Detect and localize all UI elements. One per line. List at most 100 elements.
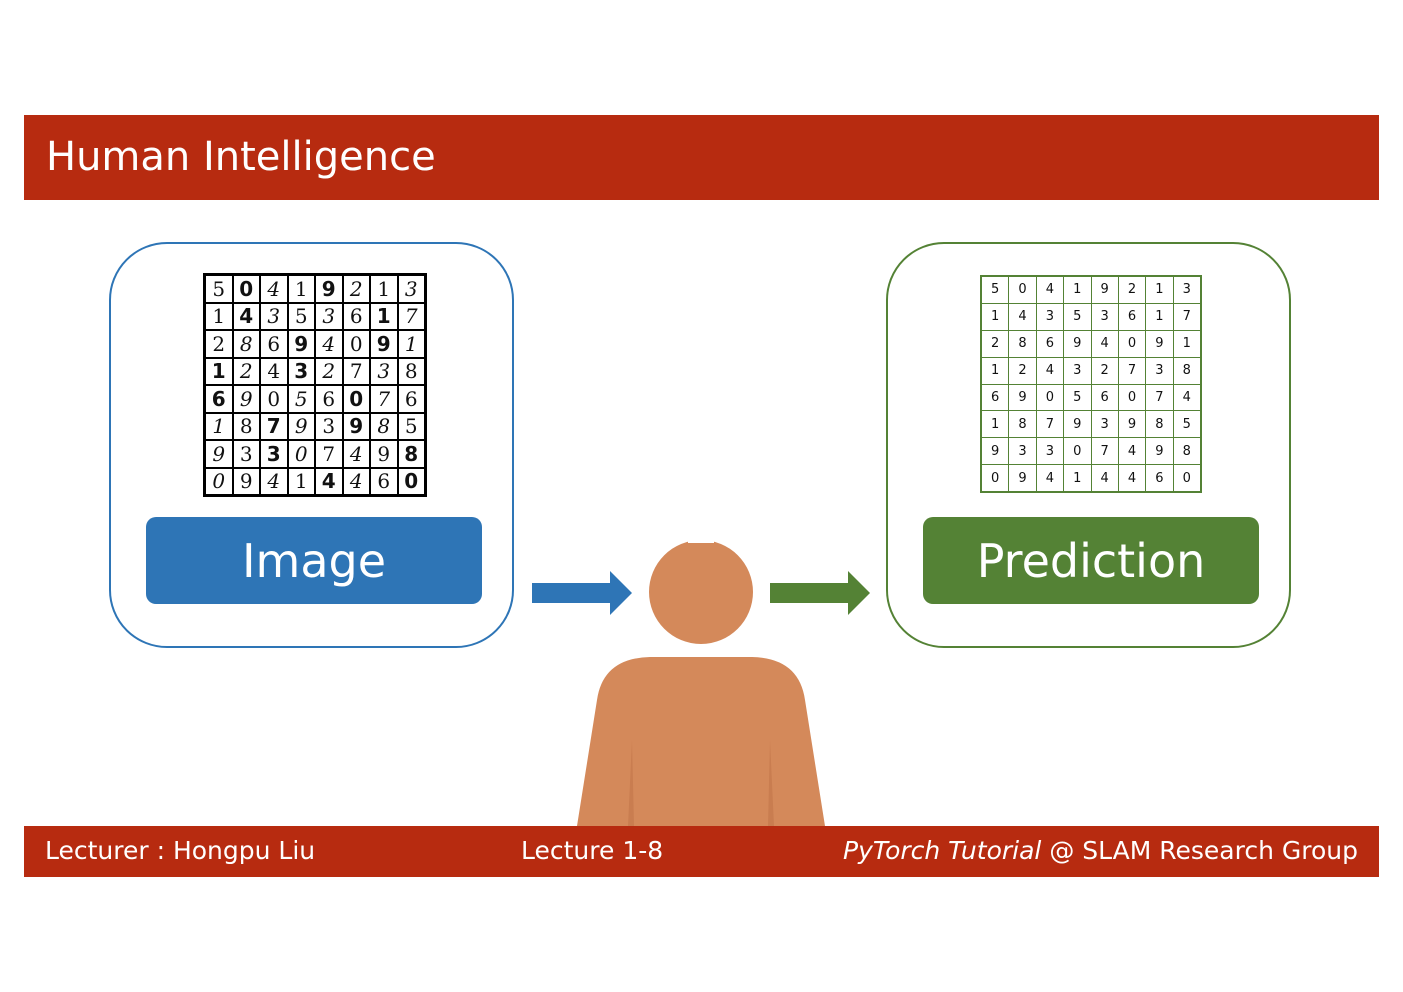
prediction-digit-cell: 5 bbox=[1173, 411, 1200, 438]
mnist-digit-cell: 9 bbox=[233, 468, 259, 494]
prediction-digit-cell: 8 bbox=[1173, 438, 1200, 465]
image-label: Image bbox=[146, 517, 482, 604]
prediction-digit-cell: 9 bbox=[1146, 330, 1173, 357]
mnist-digit-cell: 4 bbox=[233, 303, 259, 329]
mnist-digit-cell: 5 bbox=[398, 413, 424, 439]
prediction-digit-cell: 9 bbox=[1064, 330, 1091, 357]
prediction-digit-cell: 0 bbox=[1173, 465, 1200, 491]
mnist-digit-cell: 1 bbox=[206, 413, 232, 439]
prediction-digit-cell: 7 bbox=[1146, 384, 1173, 411]
prediction-digit-cell: 3 bbox=[1146, 357, 1173, 384]
prediction-digit-cell: 3 bbox=[1173, 277, 1200, 303]
mnist-digit-cell: 4 bbox=[316, 331, 342, 357]
mnist-digit-cell: 1 bbox=[288, 276, 314, 302]
mnist-digit-cell: 6 bbox=[206, 386, 232, 412]
mnist-digit-cell: 9 bbox=[288, 331, 314, 357]
mnist-digit-cell: 3 bbox=[233, 441, 259, 467]
prediction-digit-cell: 9 bbox=[1118, 411, 1146, 438]
mnist-digit-cell: 3 bbox=[288, 358, 314, 384]
mnist-digit-cell: 6 bbox=[398, 386, 424, 412]
mnist-digit-cell: 0 bbox=[343, 386, 369, 412]
prediction-digit-cell: 9 bbox=[982, 438, 1009, 465]
person-arm-gap-left bbox=[628, 740, 634, 826]
mnist-digit-cell: 0 bbox=[398, 468, 424, 494]
prediction-digit-cell: 4 bbox=[1091, 465, 1118, 491]
prediction-digit-cell: 1 bbox=[982, 303, 1009, 330]
mnist-digit-cell: 4 bbox=[261, 468, 287, 494]
person-head-top bbox=[688, 540, 714, 543]
mnist-digit-cell: 4 bbox=[343, 468, 369, 494]
prediction-digit-cell: 8 bbox=[1146, 411, 1173, 438]
prediction-digit-cell: 5 bbox=[982, 277, 1009, 303]
mnist-digit-cell: 5 bbox=[288, 303, 314, 329]
person-head bbox=[649, 540, 753, 644]
mnist-digit-cell: 9 bbox=[371, 441, 397, 467]
prediction-digit-cell: 4 bbox=[1118, 438, 1146, 465]
mnist-digit-cell: 6 bbox=[261, 331, 287, 357]
input-arrow-shape bbox=[532, 571, 632, 615]
prediction-digit-cell: 7 bbox=[1118, 357, 1146, 384]
prediction-digit-cell: 0 bbox=[1118, 330, 1146, 357]
mnist-digit-cell: 9 bbox=[206, 441, 232, 467]
mnist-digit-cell: 6 bbox=[371, 468, 397, 494]
prediction-digit-cell: 0 bbox=[1118, 384, 1146, 411]
mnist-digit-cell: 1 bbox=[206, 358, 232, 384]
footer-course-title: PyTorch Tutorial bbox=[843, 836, 1042, 865]
mnist-digit-cell: 5 bbox=[206, 276, 232, 302]
footer-lecturer: Lecturer : Hongpu Liu bbox=[45, 836, 316, 865]
prediction-digit-cell: 6 bbox=[1118, 303, 1146, 330]
mnist-digit-cell: 2 bbox=[316, 358, 342, 384]
footer-bar: Lecturer : Hongpu Liu Lecture 1-8 PyTorc… bbox=[24, 826, 1379, 877]
mnist-digit-cell: 3 bbox=[316, 303, 342, 329]
prediction-digit-cell: 4 bbox=[1036, 357, 1064, 384]
mnist-digit-cell: 4 bbox=[261, 276, 287, 302]
mnist-digit-cell: 3 bbox=[371, 358, 397, 384]
mnist-digit-cell: 6 bbox=[316, 386, 342, 412]
mnist-digit-cell: 2 bbox=[233, 358, 259, 384]
prediction-digit-cell: 9 bbox=[1091, 277, 1118, 303]
mnist-digit-cell: 3 bbox=[398, 276, 424, 302]
mnist-digit-cell: 8 bbox=[371, 413, 397, 439]
arrow-right-icon bbox=[532, 571, 632, 615]
mnist-digit-cell: 8 bbox=[233, 413, 259, 439]
mnist-digit-cell: 8 bbox=[233, 331, 259, 357]
prediction-digit-cell: 0 bbox=[982, 465, 1009, 491]
prediction-digit-cell: 0 bbox=[1036, 384, 1064, 411]
prediction-digit-cell: 9 bbox=[1146, 438, 1173, 465]
prediction-digit-cell: 3 bbox=[1064, 357, 1091, 384]
mnist-digit-cell: 1 bbox=[398, 331, 424, 357]
prediction-digit-cell: 4 bbox=[1173, 384, 1200, 411]
prediction-digit-cell: 7 bbox=[1173, 303, 1200, 330]
mnist-digit-cell: 5 bbox=[288, 386, 314, 412]
prediction-digit-cell: 6 bbox=[982, 384, 1009, 411]
prediction-digit-cell: 8 bbox=[1009, 411, 1036, 438]
mnist-digit-cell: 0 bbox=[343, 331, 369, 357]
mnist-digit-cell: 3 bbox=[261, 303, 287, 329]
prediction-digit-cell: 1 bbox=[1064, 277, 1091, 303]
prediction-digit-cell: 8 bbox=[1009, 330, 1036, 357]
mnist-digit-cell: 4 bbox=[343, 441, 369, 467]
mnist-digit-cell: 0 bbox=[233, 276, 259, 302]
mnist-digit-cell: 2 bbox=[206, 331, 232, 357]
prediction-digit-cell: 9 bbox=[1009, 465, 1036, 491]
prediction-digit-cell: 1 bbox=[982, 357, 1009, 384]
footer-course-group: @ SLAM Research Group bbox=[1041, 836, 1358, 865]
prediction-label: Prediction bbox=[923, 517, 1259, 604]
prediction-digit-cell: 3 bbox=[1091, 303, 1118, 330]
prediction-digit-cell: 1 bbox=[1173, 330, 1200, 357]
prediction-digit-cell: 2 bbox=[1009, 357, 1036, 384]
mnist-digit-cell: 9 bbox=[316, 276, 342, 302]
prediction-digit-cell: 1 bbox=[1146, 277, 1173, 303]
prediction-digit-cell: 4 bbox=[1091, 330, 1118, 357]
footer-course: PyTorch Tutorial @ SLAM Research Group bbox=[843, 836, 1358, 865]
mnist-digit-cell: 1 bbox=[206, 303, 232, 329]
mnist-digit-cell: 8 bbox=[398, 441, 424, 467]
person-body bbox=[577, 657, 825, 826]
mnist-digit-cell: 9 bbox=[288, 413, 314, 439]
prediction-digit-cell: 9 bbox=[1009, 384, 1036, 411]
mnist-digit-cell: 0 bbox=[206, 468, 232, 494]
prediction-digit-cell: 1 bbox=[982, 411, 1009, 438]
